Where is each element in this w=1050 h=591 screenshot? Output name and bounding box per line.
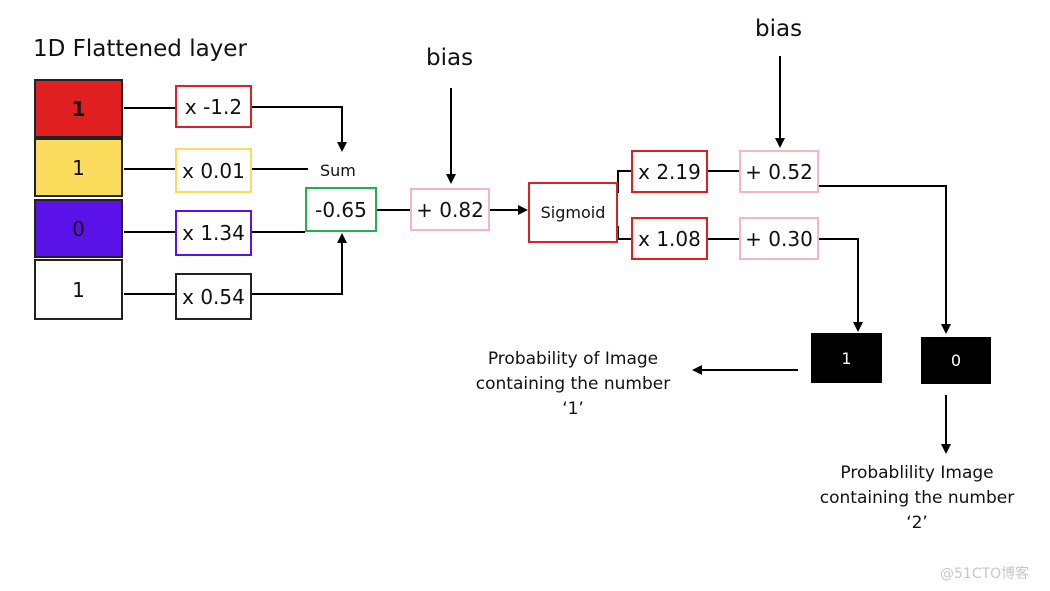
arrow-weight4-sum <box>252 233 347 295</box>
layer-cell-4: 1 <box>34 259 123 320</box>
out-bias-box-1: + 0.52 <box>739 150 819 193</box>
sum-value-box: -0.65 <box>305 187 377 232</box>
caption-2-line-2: containing the number <box>819 488 1015 508</box>
layer-cell-3: 0 <box>34 199 123 258</box>
weight-box-1: x -1.2 <box>175 85 252 128</box>
weight-box-2: x 0.01 <box>175 148 252 193</box>
watermark: @51CTO博客 <box>940 566 1030 582</box>
layer-cell-2: 1 <box>34 138 123 197</box>
layer-cell-1: 1 <box>34 79 123 138</box>
line-sigmoid-weightA <box>617 170 631 193</box>
caption-2-line-3: ‘2’ <box>906 513 928 533</box>
out-bias-box-2: + 0.30 <box>739 217 819 260</box>
bias-box-1: + 0.82 <box>410 188 490 231</box>
caption-1-line-2: containing the number <box>475 374 671 394</box>
out-weight-box-2: x 1.08 <box>631 217 708 260</box>
weight-box-3: x 1.34 <box>175 210 252 256</box>
caption-2-line-1: Probablility Image <box>840 463 994 483</box>
arrow-biasA-output0 <box>819 185 951 334</box>
line-sigmoid-weightB <box>617 226 631 240</box>
arrow-weight1-sum <box>252 106 347 152</box>
bias-label-2: bias <box>755 16 803 42</box>
caption-1-line-3: ‘1’ <box>562 399 584 419</box>
output-box-1: 1 <box>811 333 882 383</box>
bias-label-1: bias <box>426 45 474 71</box>
caption-1-line-1: Probability of Image <box>487 349 659 369</box>
caption-number-1: Probability of Image containing the numb… <box>462 347 684 422</box>
sum-label: Sum <box>320 161 356 180</box>
arrow-biasB-output1 <box>819 238 863 332</box>
out-weight-box-1: x 2.19 <box>631 150 708 193</box>
sigmoid-box: Sigmoid <box>528 182 618 243</box>
output-box-0: 0 <box>921 337 991 384</box>
layer-title: 1D Flattened layer <box>33 36 247 62</box>
caption-number-2: Probablility Image containing the number… <box>806 461 1028 536</box>
weight-box-4: x 0.54 <box>175 273 252 320</box>
